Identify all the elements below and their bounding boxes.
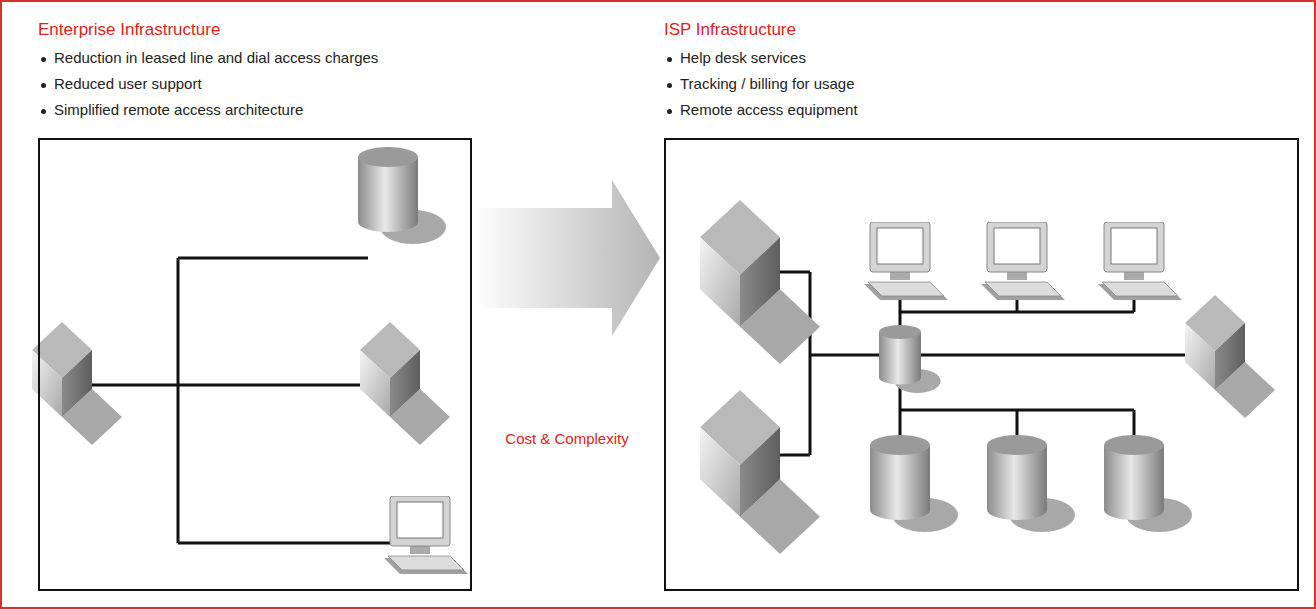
bullet-text: Help desk services bbox=[680, 49, 806, 66]
bullet-text: Simplified remote access architecture bbox=[54, 101, 303, 118]
bullet-dot bbox=[41, 57, 46, 62]
bullet-dot bbox=[41, 109, 46, 114]
infrastructure-box: Enterprise InfrastructureReduction in le… bbox=[38, 138, 472, 591]
bullet-dot bbox=[667, 57, 672, 62]
section-heading: Enterprise Infrastructure bbox=[38, 20, 220, 40]
edge-label: Cost & Complexity bbox=[503, 430, 630, 447]
bullet-dot bbox=[667, 83, 672, 88]
bullet-text: Reduced user support bbox=[54, 75, 202, 92]
bullet-dot bbox=[667, 109, 672, 114]
bullet-text: Remote access equipment bbox=[680, 101, 858, 118]
section-heading: ISP Infrastructure bbox=[664, 20, 796, 40]
bullet-text: Reduction in leased line and dial access… bbox=[54, 49, 378, 66]
bullet-text: Tracking / billing for usage bbox=[680, 75, 855, 92]
infrastructure-box: ISP InfrastructureHelp desk servicesTrac… bbox=[664, 138, 1299, 591]
bullet-dot bbox=[41, 83, 46, 88]
flow-arrow bbox=[474, 180, 660, 336]
